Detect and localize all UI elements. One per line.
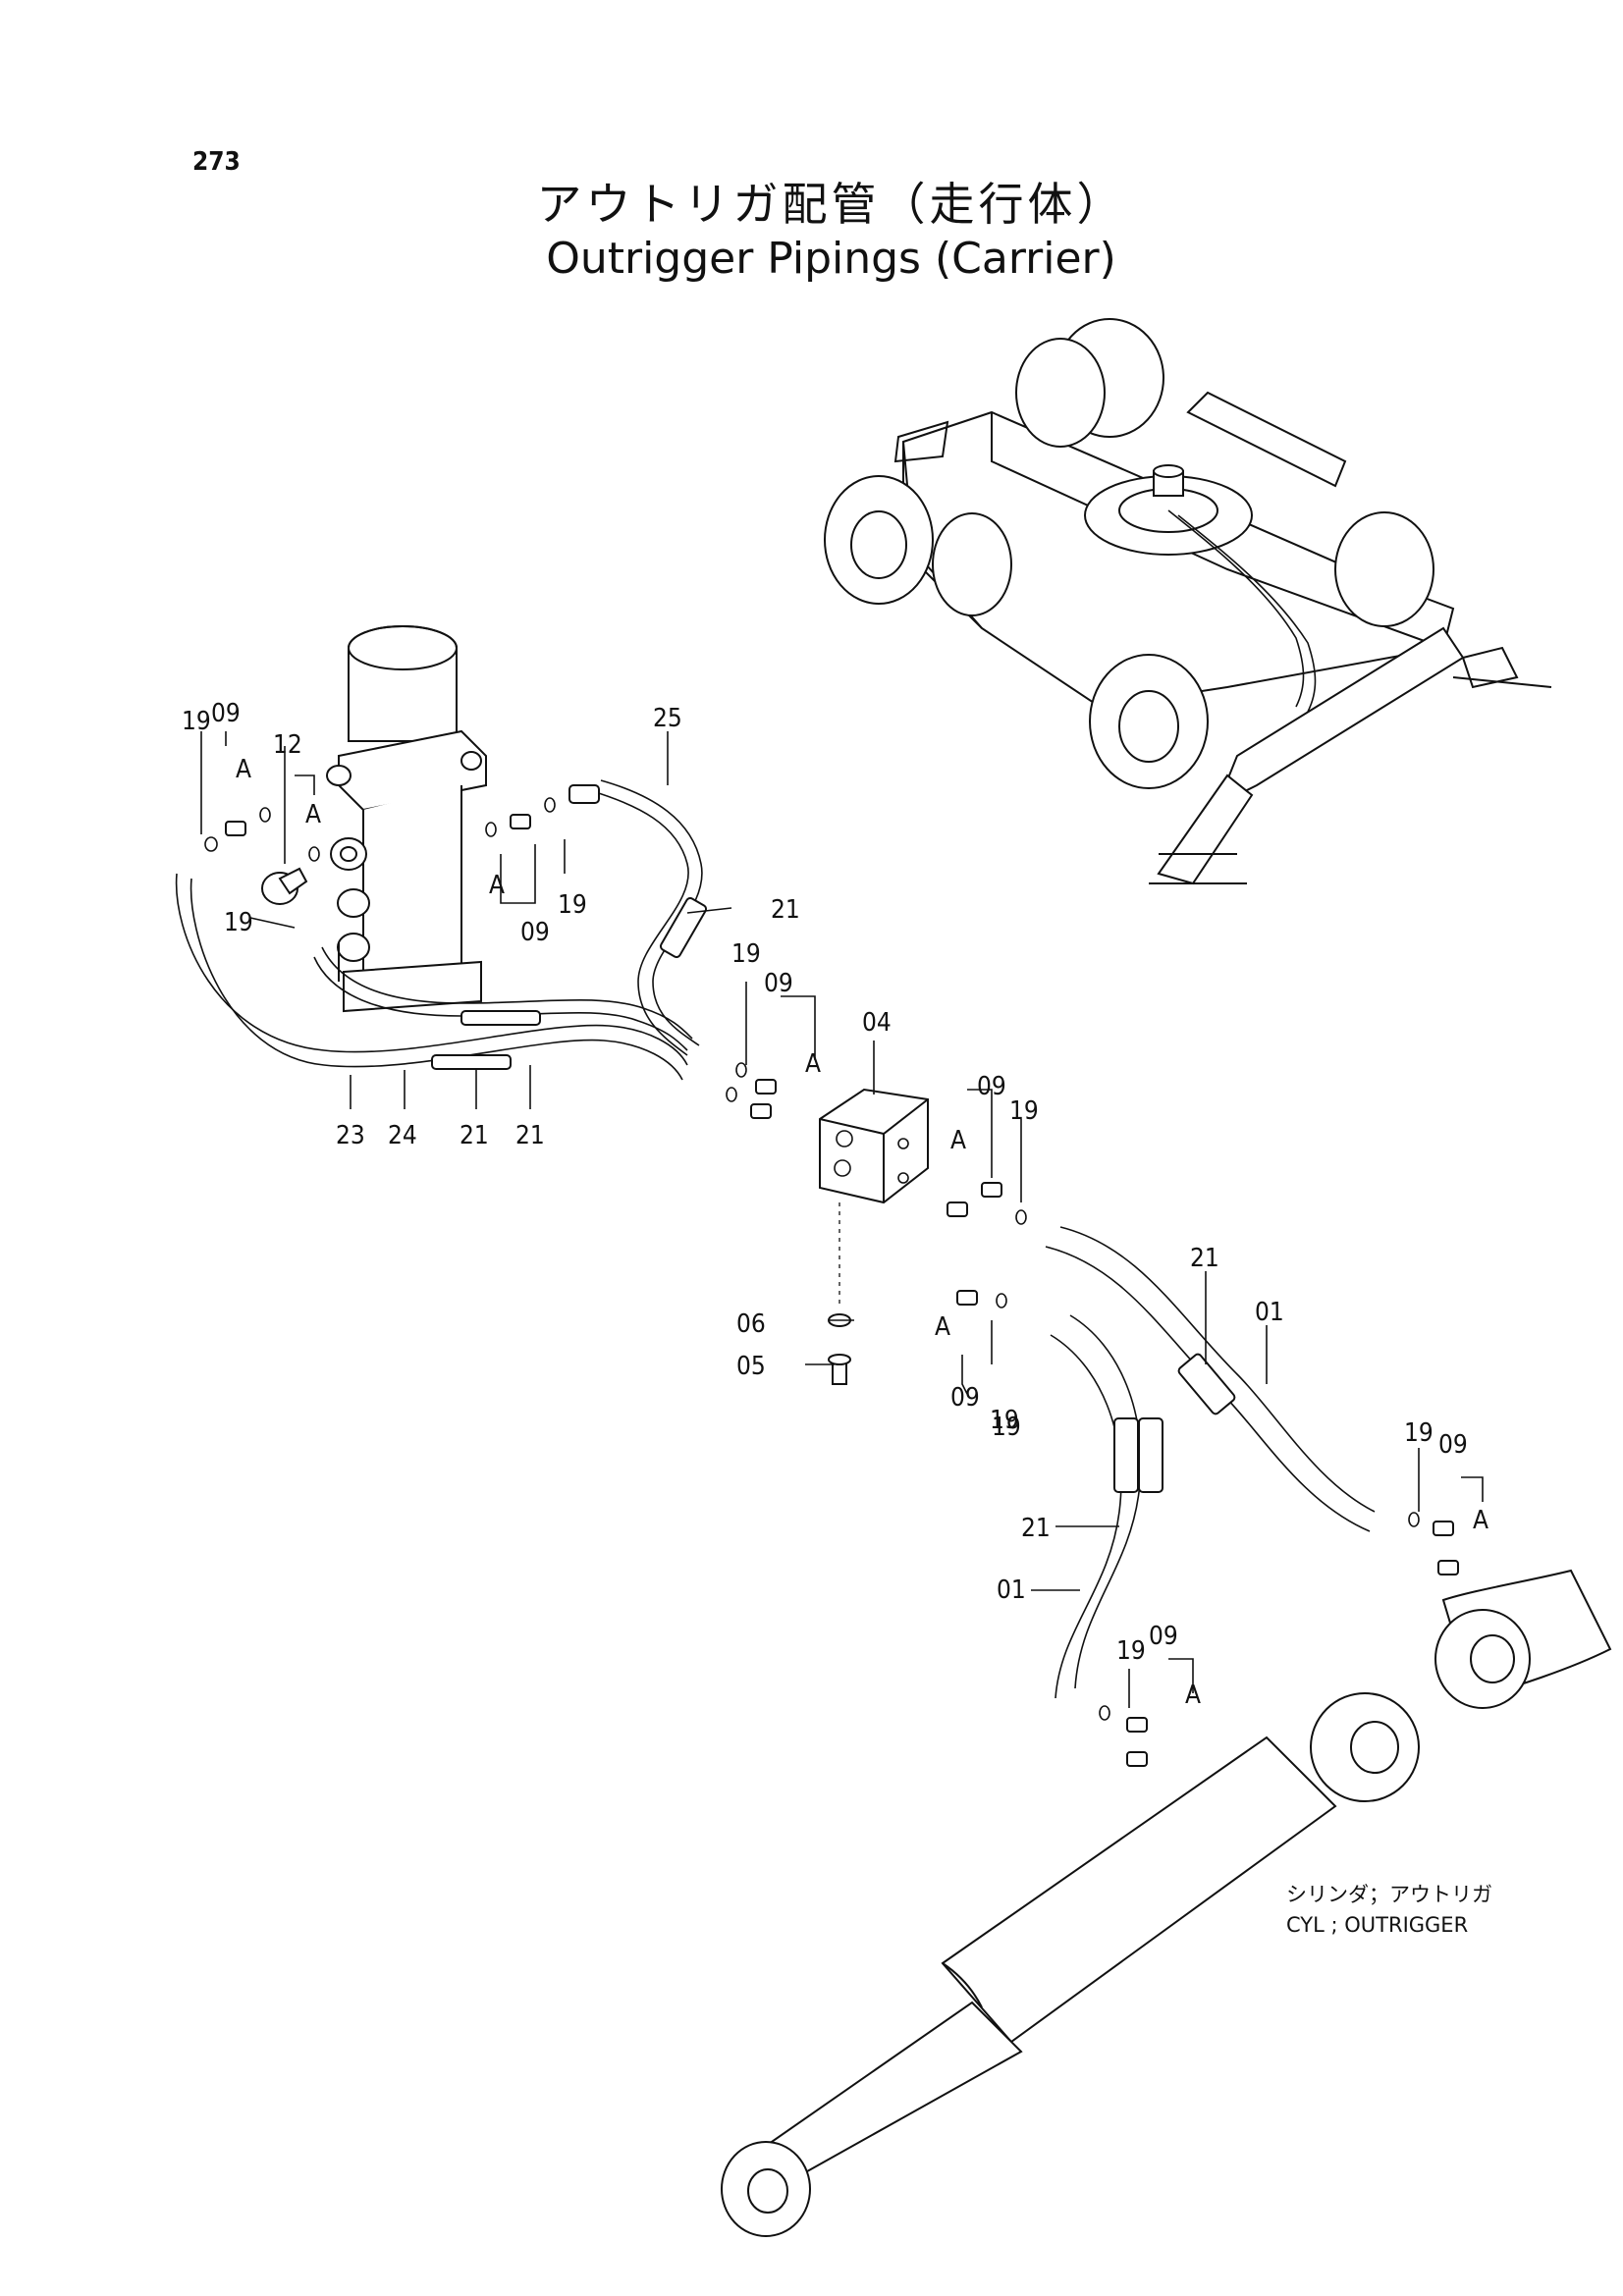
cylinder-note: シリンダ；アウトリガ CYL ; OUTRIGGER xyxy=(1286,1883,1492,1937)
callout: 19 xyxy=(990,1406,1019,1435)
center-joint-illustration xyxy=(261,625,487,1013)
callout: 19 xyxy=(182,707,211,736)
valve-block-illustration xyxy=(819,1088,929,1385)
callout: 19 xyxy=(731,939,761,969)
callout: 01 xyxy=(997,1575,1026,1605)
hoses-right-group xyxy=(1045,1226,1376,1699)
callout: 09 xyxy=(520,918,550,947)
callout: A xyxy=(805,1049,821,1079)
leader-lines xyxy=(200,731,1484,1708)
callout: 04 xyxy=(862,1008,892,1038)
callout: 21 xyxy=(460,1121,489,1150)
callout-labels: 19 09 A 12 A 19 25 A 09 19 21 23 24 21 2… xyxy=(182,699,1488,1710)
callout: 21 xyxy=(771,895,800,925)
callout: 19 xyxy=(1404,1418,1434,1448)
hoses-left-group xyxy=(175,779,708,1081)
callout: A xyxy=(1473,1506,1488,1535)
callout: A xyxy=(236,755,251,784)
cylinder-note-jp: シリンダ；アウトリガ xyxy=(1286,1883,1492,1906)
callout: 09 xyxy=(977,1072,1006,1101)
page-number: 273 xyxy=(192,147,241,177)
cylinder-note-en: CYL ; OUTRIGGER xyxy=(1286,1913,1468,1937)
callout: 19 xyxy=(1009,1096,1039,1126)
callout: A xyxy=(1185,1681,1201,1710)
callout: 19 xyxy=(992,1413,1021,1442)
callout: 05 xyxy=(736,1352,766,1381)
callout: A xyxy=(305,800,321,829)
callout: 19 xyxy=(1116,1636,1146,1666)
title-english: Outrigger Pipings (Carrier) xyxy=(546,234,1116,284)
callout: 21 xyxy=(1021,1514,1051,1543)
callout: 09 xyxy=(211,699,241,728)
callout: 09 xyxy=(1438,1430,1468,1460)
callout: 23 xyxy=(336,1121,365,1150)
title-japanese: アウトリガ配管（走行体） xyxy=(536,178,1126,231)
carrier-overview-illustration xyxy=(824,318,1552,885)
callout: A xyxy=(950,1126,966,1155)
outrigger-cylinder-illustration xyxy=(721,1569,1612,2237)
callout: 09 xyxy=(764,969,793,998)
callout: 19 xyxy=(558,890,587,920)
callout: 06 xyxy=(736,1309,766,1339)
callout: 25 xyxy=(653,704,682,733)
callout: 09 xyxy=(1149,1622,1178,1651)
callout: A xyxy=(489,871,505,900)
callout: 21 xyxy=(515,1121,545,1150)
callout: 21 xyxy=(1190,1244,1219,1273)
callout: A xyxy=(935,1312,950,1342)
callout: 24 xyxy=(388,1121,417,1150)
callout: 01 xyxy=(1255,1298,1284,1327)
fittings xyxy=(204,797,1459,1767)
callout: 19 xyxy=(224,908,253,937)
callout: 12 xyxy=(273,730,302,760)
callout: 09 xyxy=(950,1383,980,1413)
